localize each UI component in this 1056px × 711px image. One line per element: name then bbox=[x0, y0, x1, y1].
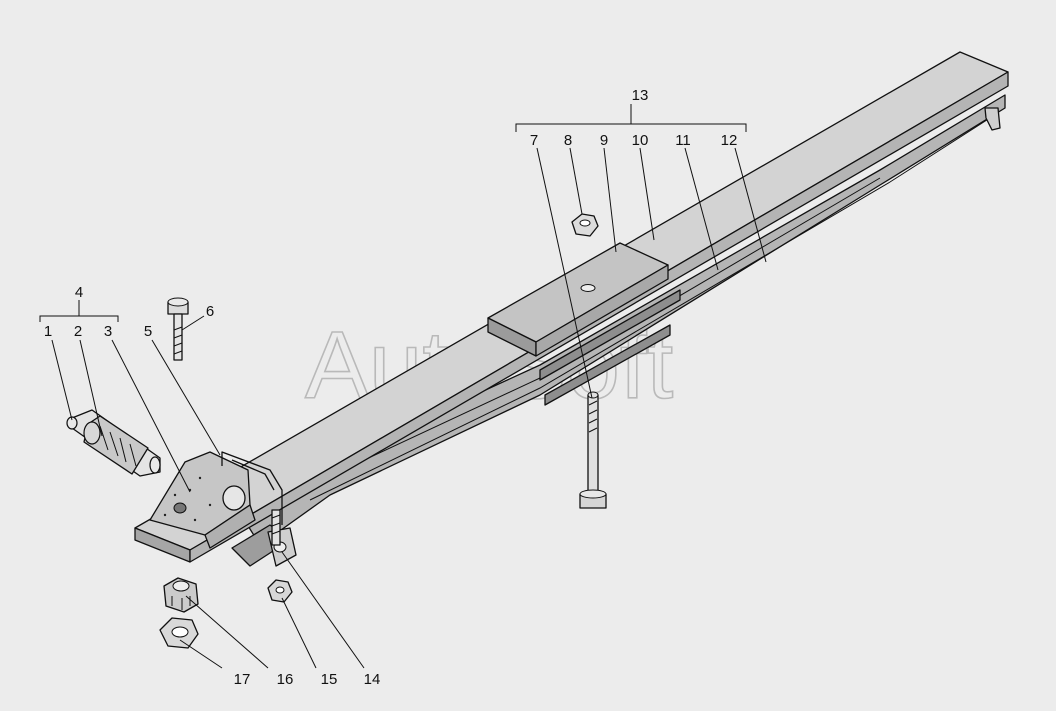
label-9: 9 bbox=[600, 132, 608, 149]
callout-labels: 4 1 2 3 5 6 13 7 8 9 10 11 12 17 16 15 1… bbox=[44, 87, 738, 688]
label-14: 14 bbox=[364, 671, 381, 688]
lower-clamp bbox=[231, 509, 297, 567]
label-13: 13 bbox=[632, 87, 649, 104]
lower-leaves bbox=[234, 94, 1006, 546]
small-nut bbox=[267, 579, 293, 603]
spring-rear-eye bbox=[984, 107, 1001, 131]
label-4: 4 bbox=[75, 284, 83, 301]
pin-and-bushing bbox=[66, 409, 161, 477]
side-bolt bbox=[167, 297, 189, 361]
label-7: 7 bbox=[530, 132, 538, 149]
bracket-4 bbox=[39, 315, 119, 322]
label-17: 17 bbox=[234, 671, 251, 688]
label-5: 5 bbox=[144, 323, 152, 340]
label-3: 3 bbox=[104, 323, 112, 340]
center-bolt bbox=[579, 391, 607, 509]
u-clip bbox=[221, 451, 283, 525]
center-pad bbox=[487, 242, 681, 406]
label-12: 12 bbox=[721, 132, 738, 149]
label-10: 10 bbox=[632, 132, 649, 149]
front-eye-bracket bbox=[149, 451, 256, 549]
label-16: 16 bbox=[277, 671, 294, 688]
label-8: 8 bbox=[564, 132, 572, 149]
label-6: 6 bbox=[206, 303, 214, 320]
label-2: 2 bbox=[74, 323, 82, 340]
castle-nut bbox=[163, 577, 199, 613]
bracket-13 bbox=[515, 123, 747, 132]
hex-nut bbox=[159, 617, 199, 649]
center-nut bbox=[571, 213, 599, 237]
label-1: 1 bbox=[44, 323, 52, 340]
label-15: 15 bbox=[321, 671, 338, 688]
label-11: 11 bbox=[675, 132, 691, 149]
center-hole bbox=[580, 284, 596, 292]
bracket-bore bbox=[222, 485, 246, 511]
leader-lines bbox=[39, 104, 767, 669]
